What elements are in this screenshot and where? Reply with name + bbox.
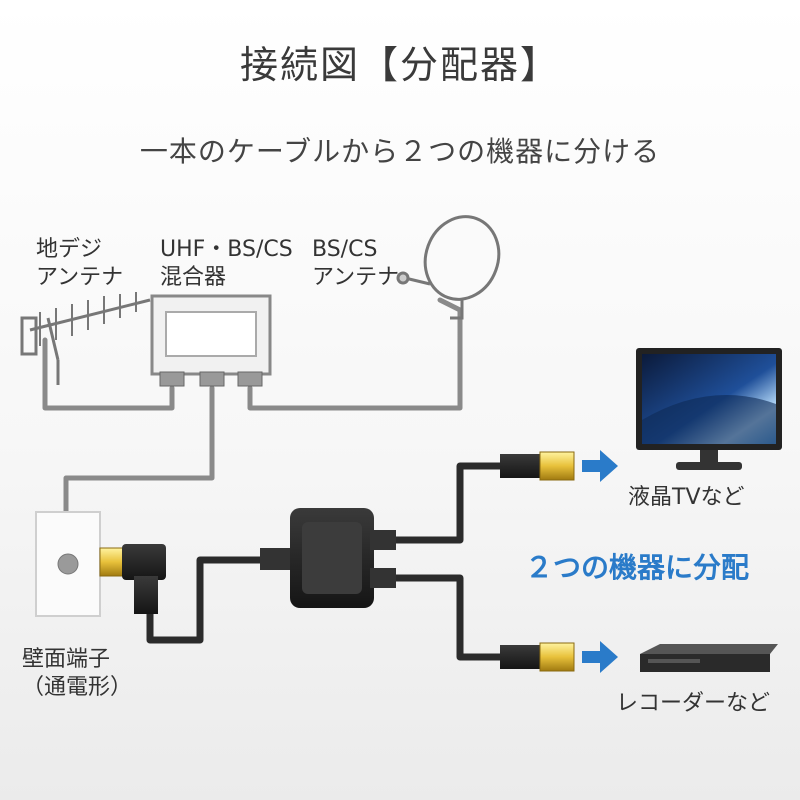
label-tv: 液晶TVなど <box>628 485 745 510</box>
cable-dish-to-mixer <box>247 297 463 411</box>
cable-splitter-to-recorder <box>366 574 524 661</box>
label-line: BS/CS <box>312 237 378 262</box>
label-line: UHF・BS/CS <box>160 237 293 262</box>
label-mixer: UHF・BS/CS 混合器 <box>160 236 293 292</box>
uhf-antenna-icon <box>20 292 151 385</box>
label-line: 壁面端子 <box>22 647 111 672</box>
cable-wall-to-splitter <box>146 556 294 644</box>
page-subtitle: 一本のケーブルから２つの機器に分ける <box>139 135 661 168</box>
wall-outlet-icon <box>35 511 101 617</box>
label-bs-cs-antenna: BS/CS アンテナ <box>312 236 399 292</box>
cable-mixer-to-wall <box>63 385 215 515</box>
page-title: 接続図【分配器】 <box>239 43 560 87</box>
label-line: （通電形） <box>22 675 133 700</box>
distribution-caption: ２つの機器に分配 <box>525 551 750 584</box>
mixer-icon <box>150 294 272 387</box>
recorder-icon <box>640 644 778 672</box>
label-wall-outlet: 壁面端子 （通電形） <box>22 646 132 702</box>
angle-plug <box>99 544 166 614</box>
splitter-icon <box>260 508 396 608</box>
label-line: 地デジ <box>36 237 103 262</box>
tv-connector <box>500 451 575 481</box>
cable-splitter-to-tv <box>366 462 524 544</box>
label-recorder: レコーダーなど <box>616 691 771 716</box>
cable-antenna-to-mixer <box>42 337 175 411</box>
recorder-connector <box>500 642 575 672</box>
label-line: 混合器 <box>160 265 227 290</box>
label-line: アンテナ <box>36 265 124 290</box>
satellite-dish-icon <box>396 215 501 320</box>
tv-icon <box>636 348 782 470</box>
label-line: アンテナ <box>312 265 400 290</box>
arrow-right-icon <box>582 450 618 673</box>
label-terrestrial-antenna: 地デジ アンテナ <box>36 236 123 292</box>
